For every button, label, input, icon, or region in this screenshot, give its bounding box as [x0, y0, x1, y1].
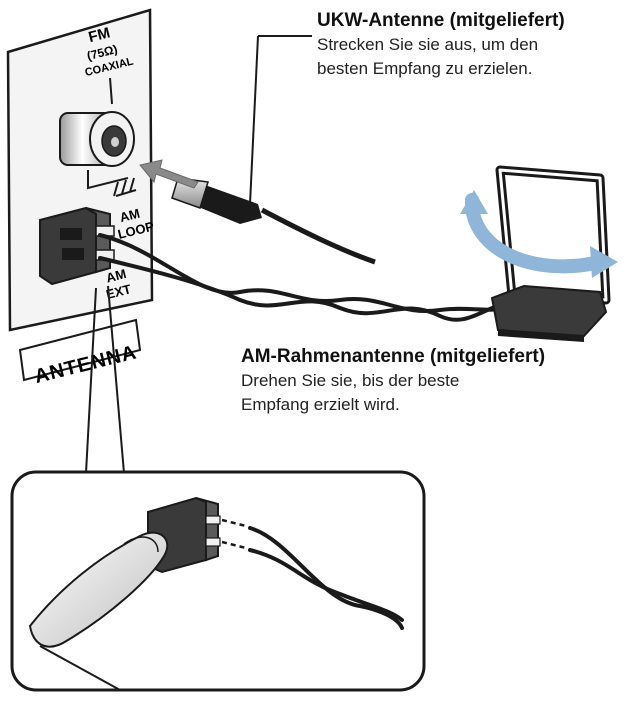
fm-antenna-desc-line2: besten Empfang zu erzielen.: [317, 59, 533, 78]
am-antenna-callout: AM-Rahmenantenne (mitgeliefert) Drehen S…: [241, 345, 545, 417]
fm-antenna-callout: UKW-Antenne (mitgeliefert) Strecken Sie …: [317, 9, 565, 81]
fm-antenna-title: UKW-Antenne (mitgeliefert): [317, 10, 565, 31]
am-lead-wire: [98, 233, 512, 322]
am-ext-line2: EXT: [104, 281, 132, 302]
fm-antenna-desc-line1: Strecken Sie sie aus, um den: [317, 35, 539, 54]
zoom-connector: [85, 285, 125, 474]
am-ext-label: AM EXT: [104, 266, 132, 302]
am-ext-line1: AM: [104, 266, 127, 285]
insert-arrow-icon: [139, 159, 199, 189]
am-antenna-desc-line1: Drehen Sie sie, bis der beste: [241, 371, 460, 390]
fm-label-line1: FM: [87, 24, 112, 46]
finger-icon: [28, 531, 169, 691]
ground-symbol-icon: [87, 170, 137, 197]
fm-coaxial-jack-icon: [59, 111, 135, 167]
rotate-arrow-icon: [460, 190, 618, 278]
am-antenna-desc-line2: Empfang erzielt wird.: [241, 395, 400, 414]
am-push-terminal-icon: [39, 206, 115, 286]
fm-antenna-wire: [171, 35, 376, 265]
antenna-tab: ANTENNA: [18, 318, 142, 388]
am-antenna-title: AM-Rahmenantenne (mitgeliefert): [241, 346, 546, 367]
zoom-detail-box: [10, 470, 426, 692]
am-loop-line1: AM: [118, 206, 141, 225]
